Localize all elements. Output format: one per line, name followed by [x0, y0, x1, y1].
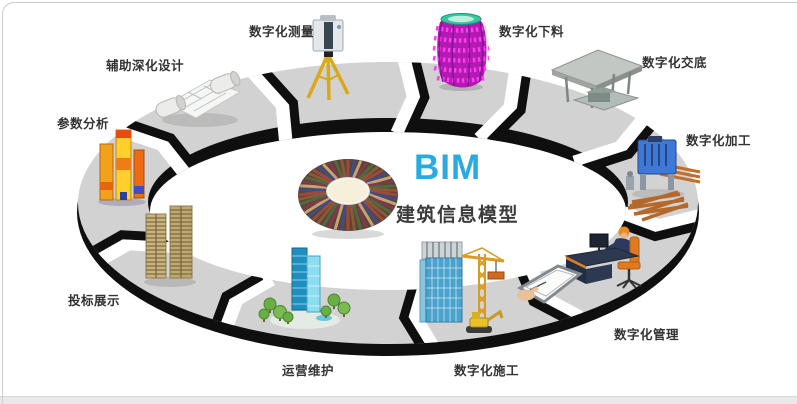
pipe-fabrication-machine-icon [626, 136, 701, 222]
station-label-survey: 数字化测量 [249, 25, 315, 39]
laser-scanner-tripod-icon [306, 15, 350, 101]
station-label-design: 辅助深化设计 [106, 59, 185, 73]
station-label-bidding: 投标展示 [68, 294, 121, 308]
twin-towers-icon [144, 205, 196, 287]
station-label-nesting: 数字化下料 [499, 25, 565, 39]
tablet-hand-icon [517, 264, 584, 304]
station-label-disclosure: 数字化交底 [642, 56, 708, 70]
tower-crane-building-icon [419, 241, 505, 333]
rebar-cage-icon [432, 13, 490, 91]
office-workstation-icon [564, 226, 642, 289]
station-label-processing: 数字化加工 [686, 134, 752, 148]
thermal-analysis-model-icon [98, 129, 146, 206]
bim-acronym-title: BIM [414, 148, 482, 187]
station-label-management: 数字化管理 [614, 328, 680, 342]
woven-dome-model-icon [298, 159, 398, 239]
station-label-analysis: 参数分析 [57, 117, 110, 131]
formwork-canopy-icon [550, 49, 644, 111]
blueprint-scroll-icon [155, 70, 242, 127]
bim-subtitle: 建筑信息模型 [396, 205, 520, 226]
glass-tower-trees-icon [258, 247, 351, 329]
bottom-edge-strip [0, 396, 797, 404]
station-label-construction: 数字化施工 [454, 364, 520, 378]
station-label-operation: 运营维护 [282, 364, 335, 378]
